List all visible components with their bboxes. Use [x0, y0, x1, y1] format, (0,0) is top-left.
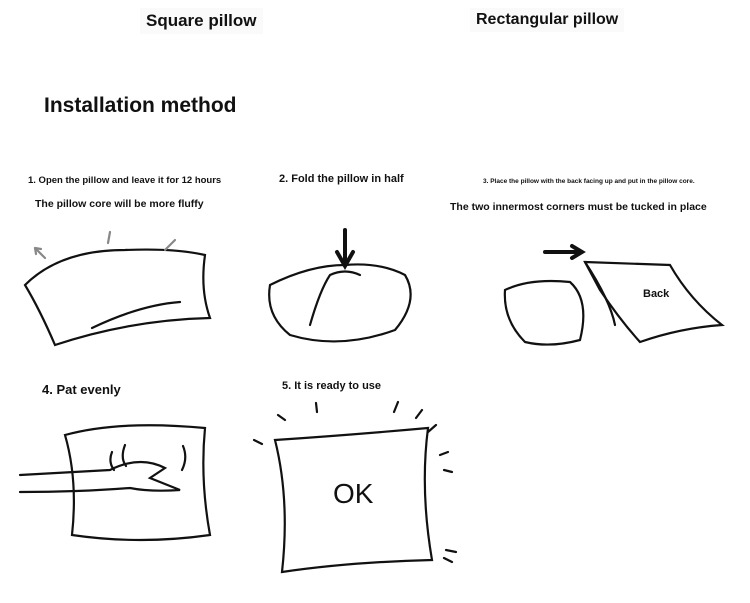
- step-1-note: The pillow core will be more fluffy: [35, 198, 204, 210]
- ok-label: OK: [333, 478, 374, 509]
- page-title: Installation method: [44, 94, 237, 117]
- step-1-label: 1. Open the pillow and leave it for 12 h…: [28, 175, 222, 186]
- step-3-label: 3. Place the pillow with the back facing…: [483, 178, 695, 185]
- step-5-label: 5. It is ready to use: [282, 380, 382, 392]
- header-rectangular-pillow: Rectangular pillow: [470, 8, 625, 32]
- step-4-label: 4. Pat evenly: [42, 382, 121, 397]
- header-square-pillow: Square pillow: [140, 8, 263, 34]
- step-1-pillow-illustration: [23, 230, 212, 347]
- step-5-ready-illustration: [252, 400, 458, 574]
- step-4-pat-illustration: [18, 424, 212, 542]
- step-3-note: The two innermost corners must be tucked…: [450, 201, 707, 213]
- step-2-fold-illustration: [268, 228, 412, 343]
- back-label: Back: [643, 288, 670, 300]
- step-2-label: 2. Fold the pillow in half: [279, 173, 404, 185]
- step-3-insert-illustration: [503, 244, 725, 346]
